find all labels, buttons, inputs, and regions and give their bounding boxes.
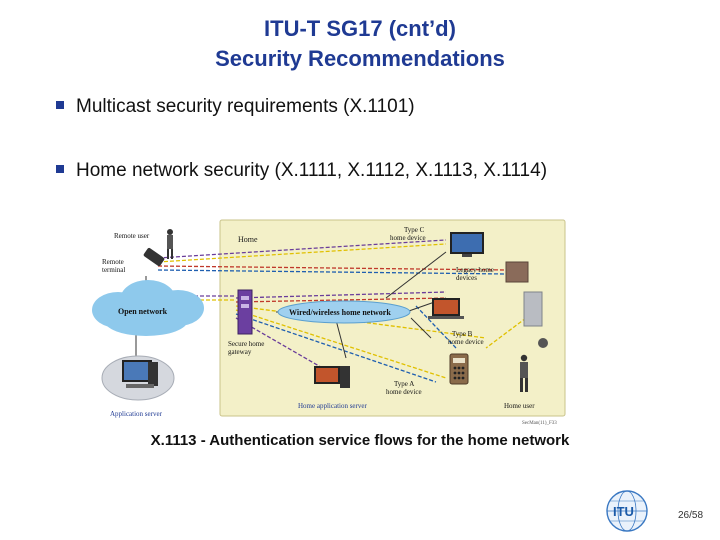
flow-line (157, 265, 507, 271)
secure-gateway-icon (237, 289, 253, 335)
flow-line (235, 291, 447, 299)
itu-logo-icon: ITU (606, 490, 648, 532)
bullet-square-icon (56, 164, 64, 173)
flow-line (157, 243, 447, 263)
home-user-figure (520, 354, 528, 392)
bullet-square-icon (56, 100, 64, 109)
type-b-device (428, 298, 464, 319)
flow-line (157, 269, 507, 275)
home-user-label: Home user (504, 402, 535, 410)
application-server-label: Application server (110, 410, 163, 418)
title-line-1: ITU-T SG17 (cnt’d) (264, 16, 456, 41)
flow-line (235, 313, 437, 383)
bullet-home-network: Home network security (X.1111, X.1112, X… (56, 160, 547, 182)
remote-user-figure (167, 229, 173, 259)
home-label: Home (238, 235, 258, 244)
remote-user-label: Remote user (114, 232, 150, 240)
type-a-device (449, 353, 469, 385)
logo-text: ITU (613, 504, 634, 519)
flow-line (415, 305, 457, 349)
remote-terminal-icon (143, 247, 165, 267)
flow-line (235, 297, 447, 303)
flow-line (485, 317, 527, 349)
bullet-text: Multicast security requirements (X.1101) (76, 96, 415, 117)
legacy-devices (505, 261, 548, 348)
slide-title: ITU-T SG17 (cnt’d) Security Recommendati… (0, 14, 720, 74)
page-number: 26/58 (678, 510, 704, 521)
type-c-device (450, 232, 484, 257)
home-network-diagram: Home Open network Remote user (92, 219, 566, 426)
application-server (101, 355, 175, 401)
figure-id: SecMan(11)_F33 (522, 421, 557, 426)
home-app-server-label: Home application server (298, 402, 367, 410)
figure-caption: X.1113 - Authentication service flows fo… (150, 432, 570, 449)
open-network-label: Open network (118, 307, 168, 316)
home-app-server (314, 366, 350, 388)
open-network-cloud: Open network (92, 280, 204, 336)
flow-line (235, 317, 327, 371)
bullet-multicast: Multicast security requirements (X.1101) (56, 96, 415, 118)
flow-line (235, 309, 447, 379)
wired-wireless-label: Wired/wireless home network (289, 308, 391, 317)
title-line-2: Security Recommendations (215, 46, 505, 71)
flow-line (157, 239, 447, 259)
wired-wireless-network: Wired/wireless home network (277, 300, 411, 324)
bullet-text: Home network security (X.1111, X.1112, X… (76, 160, 548, 181)
